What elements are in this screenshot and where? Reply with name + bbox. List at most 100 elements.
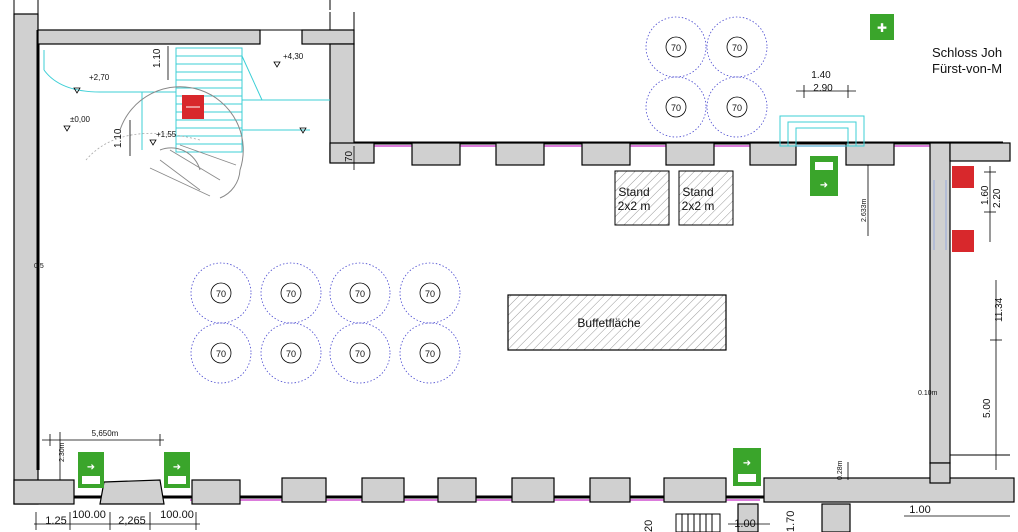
wall-top-right-stair	[301, 29, 355, 45]
stair-dimensions: 1.10 1.10 70	[113, 46, 355, 170]
dimension-bottom: 1.25 100.00 2,265 100.00 20 1.00 1.70 1.…	[34, 504, 1010, 532]
pillar-bottom-8	[663, 477, 727, 503]
table-label: 70	[732, 43, 742, 53]
table-group-main: 70 70 70 70 70 70 70	[190, 262, 461, 384]
dim-right-d: 11.34	[994, 297, 1005, 322]
entrance-door	[779, 115, 865, 147]
dim-b4: 100.00	[160, 509, 194, 521]
table-label: 70	[671, 103, 681, 113]
table-label: 70	[425, 349, 435, 359]
table-label: 70	[216, 349, 226, 359]
dim-top-b: 2.90	[813, 83, 833, 94]
wall-bottom-right	[763, 477, 1015, 503]
table-label: 70	[286, 349, 296, 359]
table-label: 70	[732, 103, 742, 113]
level-zero: ±0,00	[70, 115, 91, 124]
table-group-top: 70 70 70 70	[645, 16, 768, 138]
pillar-bottom-7	[589, 477, 631, 503]
dimension-left: 0.5 5,650m 2.30m	[34, 263, 164, 480]
dim-left-c: 2.30m	[59, 442, 66, 462]
wall-bottom-left	[13, 479, 75, 505]
pillar-bottom-4	[361, 477, 405, 503]
buffet-label: Buffetfläche	[577, 316, 640, 330]
svg-text:➜: ➜	[820, 180, 828, 191]
dim-right-a: 1.60	[980, 185, 991, 205]
dim-left-b: 5,650m	[92, 429, 119, 438]
round-table: 70	[706, 16, 768, 78]
dim-b6: 1.00	[734, 518, 755, 530]
pillar-top-4	[665, 142, 715, 166]
wall-left	[13, 13, 39, 505]
round-table: 70	[645, 76, 707, 138]
dim-b2: 100.00	[72, 509, 106, 521]
stand-label: Stand	[618, 185, 649, 199]
round-table: 70	[190, 322, 252, 384]
dim-b3: 2,265	[118, 515, 146, 527]
venue-name: Schloss Joh	[932, 45, 1002, 60]
dim-stair-b: 1.10	[113, 128, 124, 148]
round-table: 70	[645, 16, 707, 78]
venue-street: Fürst-von-M	[932, 61, 1002, 76]
wall-right-top	[949, 142, 1011, 162]
round-table: 70	[190, 262, 252, 324]
pillar-top-1	[411, 142, 461, 166]
pillar-top-6	[845, 142, 895, 166]
emergency-exit-icon: ➜	[164, 452, 190, 488]
dim-right-f: 0.10m	[918, 390, 938, 397]
wall-stub-bottom-2	[737, 503, 759, 532]
dim-right-e: 5.00	[982, 398, 993, 418]
round-table: 70	[329, 262, 391, 324]
dim-right-b: 2.20	[992, 188, 1003, 208]
round-table: 70	[399, 262, 461, 324]
dim-stair-a: 1.10	[152, 48, 163, 68]
round-table: 70	[329, 322, 391, 384]
pillar-top-2	[495, 142, 545, 166]
stand-label: Stand	[682, 185, 713, 199]
level-upper: +4,30	[283, 52, 304, 61]
walls	[13, 0, 1015, 532]
table-label: 70	[286, 289, 296, 299]
round-table: 70	[706, 76, 768, 138]
dim-top-a: 1.40	[811, 70, 831, 81]
stand-size: 2x2 m	[682, 199, 715, 213]
round-table: 70	[399, 322, 461, 384]
emergency-exit-icon: ✚	[870, 14, 894, 40]
wall-right-foot	[929, 462, 951, 484]
level-markers: +4,30 +2,70 ±0,00 +1,55	[63, 52, 307, 146]
dim-b5: 20	[643, 520, 655, 532]
dim-left-a: 0.5	[34, 263, 44, 270]
svg-text:➜: ➜	[173, 462, 181, 473]
table-label: 70	[425, 289, 435, 299]
stand-size: 2x2 m	[618, 199, 651, 213]
emergency-exit-icon: ➜	[733, 448, 761, 486]
exit-signs: ✚ ➜ ➜ ➜ ➜	[78, 14, 894, 488]
dim-b1: 1.25	[45, 515, 66, 527]
dimension-top: 1.40 2.90	[796, 70, 856, 98]
pillar-bottom-1	[99, 479, 165, 505]
emergency-exit-icon: ➜	[810, 156, 838, 196]
pillar-top-5	[749, 142, 797, 166]
round-table: 70	[260, 262, 322, 324]
dim-wall-70: 70	[344, 150, 355, 162]
round-table: 70	[260, 322, 322, 384]
dimension-right: 1.60 2.20 2.633m 11.34 5.00 0.10m 0.28m	[837, 165, 1005, 480]
svg-text:✚: ✚	[877, 21, 887, 35]
fire-hose-icon	[952, 166, 974, 188]
stand: Stand 2x2 m	[678, 170, 734, 226]
stand: Stand 2x2 m	[614, 170, 670, 226]
dim-bottom-a: 0.28m	[837, 460, 844, 480]
pillar-bottom-6	[511, 477, 555, 503]
pillar-bottom-3	[281, 477, 327, 503]
level-mid: +2,70	[89, 73, 110, 82]
pillar-top-3	[581, 142, 631, 166]
pillar-bottom-5	[437, 477, 477, 503]
table-label: 70	[216, 289, 226, 299]
pillar-bottom-2	[191, 479, 241, 505]
wall-top-stair	[37, 29, 261, 45]
svg-text:➜: ➜	[743, 458, 751, 469]
fire-hose-icon	[952, 230, 974, 252]
wall-right	[929, 142, 951, 464]
dim-right-c: 2.633m	[861, 198, 868, 222]
svg-text:➜: ➜	[87, 462, 95, 473]
